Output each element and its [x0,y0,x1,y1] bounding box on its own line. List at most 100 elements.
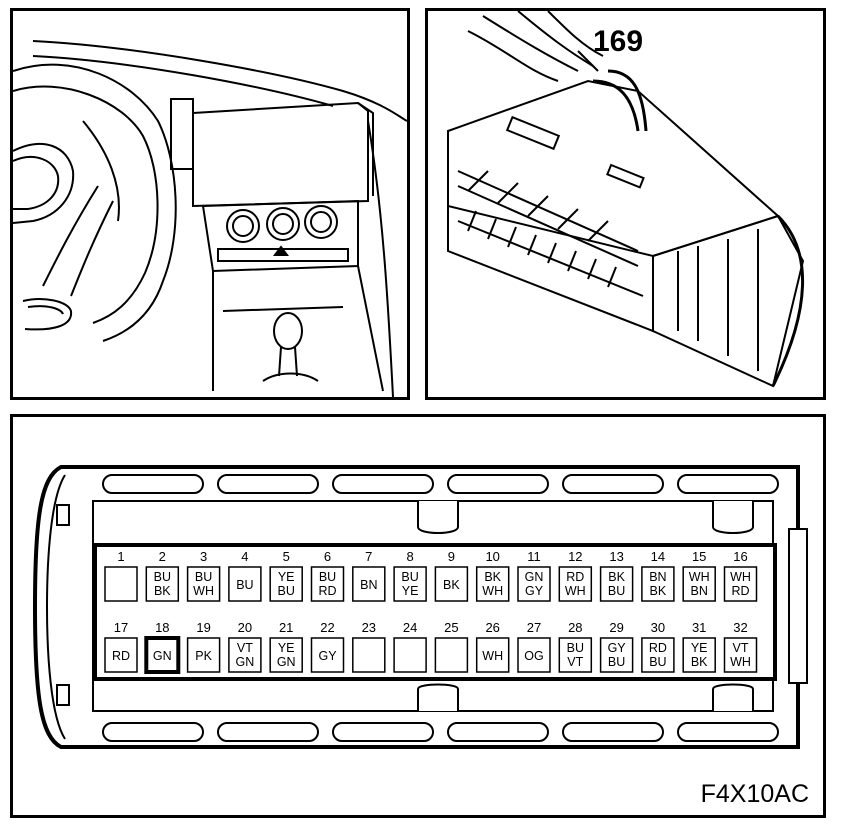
wire-color-code: RD [731,584,749,598]
pin-number: 29 [609,620,623,635]
pin-cell [352,637,386,673]
pin-number: 5 [283,549,290,564]
top-slot [447,474,549,494]
pin-cell [186,566,221,602]
connector-illustration-panel: 169 [425,8,826,400]
pin-cell [723,566,758,602]
pin-number: 7 [365,549,372,564]
wire-color-code: BK [484,570,501,584]
pin-24: 24 [393,620,427,673]
right-lug [788,528,808,684]
wire-color-code: RD [318,584,336,598]
pin-number: 17 [114,620,128,635]
climate-knob-left [226,209,260,243]
wire-color-code: BN [649,570,666,584]
wire-color-code: GN [277,655,296,669]
pin-9: 9BK [434,549,469,602]
top-slot [562,474,664,494]
wire-color-code: BK [608,570,625,584]
wire-color-code: YE [278,641,295,655]
wire-color-code: BU [195,570,212,584]
pin-number: 30 [651,620,665,635]
wire-color-code: VT [237,641,253,655]
connector-housing-top [447,79,780,258]
wire-color-code: BU [608,584,625,598]
pin-number: 25 [444,620,458,635]
wire-color-code: BU [319,570,336,584]
pin-number: 31 [692,620,706,635]
wire-color-code: GN [153,649,172,663]
pin-number: 11 [527,549,541,564]
bottom-slot [217,722,319,742]
top-slot [332,474,434,494]
pin-number: 24 [403,620,417,635]
wire-color-code: WH [565,584,586,598]
pin-cell [186,637,221,673]
pin-number: 22 [320,620,334,635]
pin-cell [393,637,427,673]
wire-color-code: BU [278,584,295,598]
pin-7: 7BN [352,549,386,602]
pin-number: 27 [527,620,541,635]
wire-color-code: GY [525,584,544,598]
pin-cell [517,637,551,673]
pin-cell [228,637,262,673]
figure-code: F4X10AC [700,780,809,808]
pin-cell [434,566,469,602]
wire-color-code: OG [524,649,543,663]
wire-color-code: PK [195,649,212,663]
pin-cell [558,566,593,602]
pin-number: 20 [238,620,252,635]
pin-number: 16 [733,549,747,564]
wire-color-code: YE [402,584,419,598]
pin-cell [269,566,303,602]
top-slot [677,474,779,494]
pin-number: 14 [651,549,665,564]
bottom-slot [102,722,204,742]
pin-number: 13 [609,549,623,564]
pin-cell [228,566,262,602]
wire-color-code: WH [482,649,503,663]
pin-cell [682,566,716,602]
wire-color-code: RD [649,641,667,655]
climate-knob-center [266,207,300,241]
pin-25: 25 [434,620,469,673]
center-display [192,101,369,208]
wire-color-code: WH [193,584,214,598]
wire-color-code: GY [608,641,627,655]
wire-color-code: BN [360,578,377,592]
pin-number: 28 [568,620,582,635]
connector-169-illustration [447,11,805,388]
dashboard-location-panel [10,8,410,400]
wire-color-code: BU [567,641,584,655]
wire-color-code: BK [691,655,708,669]
wire-color-code: GN [525,570,544,584]
pin-number: 6 [324,549,331,564]
pin-cell [145,566,180,602]
pin-cell [641,637,675,673]
pin-number: 4 [241,549,248,564]
pin-cell [310,637,345,673]
dashboard-illustration [13,40,407,397]
top-slots [102,474,779,494]
pin-number: 2 [159,549,166,564]
bottom-slot [677,722,779,742]
pin-cell [104,566,138,602]
